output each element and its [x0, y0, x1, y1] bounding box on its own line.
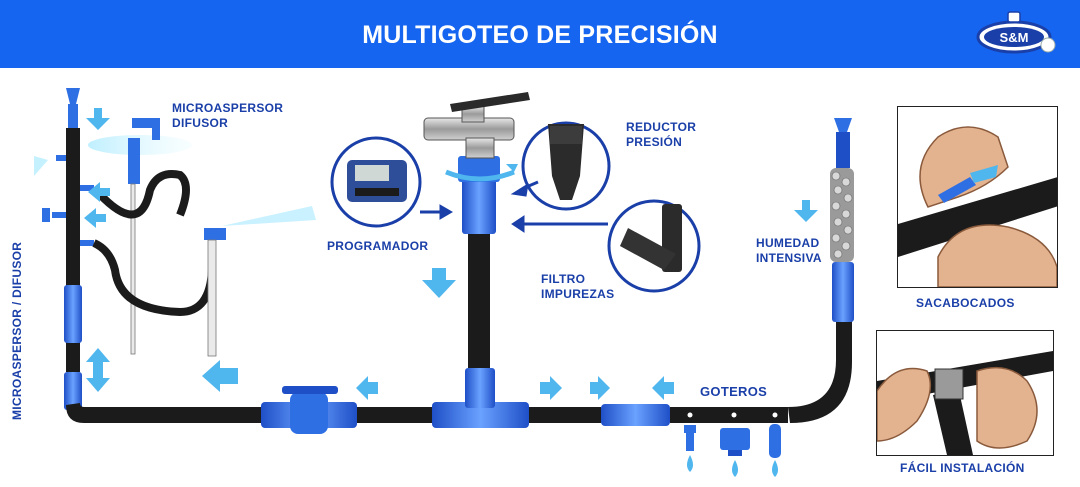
valve-icon: [261, 386, 357, 434]
label-goteros: GOTEROS: [700, 384, 768, 399]
connection-arrows: [420, 180, 608, 233]
page-title: MULTIGOTEO DE PRECISIÓN: [362, 21, 718, 49]
porous-hose-icon: [830, 118, 854, 322]
spray-stake-right: [204, 206, 316, 357]
label-facil-instalacion: FÁCIL INSTALACIÓN: [900, 461, 1025, 475]
sm-logo-icon: S&M: [976, 11, 1056, 54]
center-vertical-pipe: [458, 156, 500, 368]
programmer-icon: [330, 136, 422, 228]
label-humedad-intensiva: HUMEDAD INTENSIVA: [756, 236, 822, 265]
label-programador: PROGRAMADOR: [327, 239, 429, 253]
label-microaspersor-difusor: MICROASPERSOR DIFUSOR: [172, 101, 284, 130]
svg-text:S&M: S&M: [1000, 30, 1029, 45]
hole-punch-photo: [897, 106, 1058, 288]
left-vertical-pipe: [64, 88, 118, 423]
filter-icon: [607, 199, 701, 293]
label-microaspersor-vertical: MICROASPERSOR / DIFUSOR: [10, 241, 24, 420]
installation-photo: [876, 330, 1054, 456]
pipe-connector: [601, 404, 670, 426]
dripper-icon: [684, 424, 781, 477]
microaspersor-stake: [88, 118, 216, 355]
header-bar: [0, 0, 1080, 68]
main-horizontal-pipe: [118, 320, 852, 423]
label-reductor-presion: REDUCTOR PRESIÓN: [626, 120, 697, 149]
left-nozzles: [42, 155, 94, 246]
flow-arrows: [84, 108, 818, 400]
tee-fitting-icon: [432, 368, 529, 428]
pressure-reducer-icon: [521, 121, 611, 211]
label-sacabocados: SACABOCADOS: [916, 296, 1015, 310]
faucet-icon: [423, 92, 530, 182]
label-filtro-impurezas: FILTRO IMPUREZAS: [541, 272, 615, 301]
